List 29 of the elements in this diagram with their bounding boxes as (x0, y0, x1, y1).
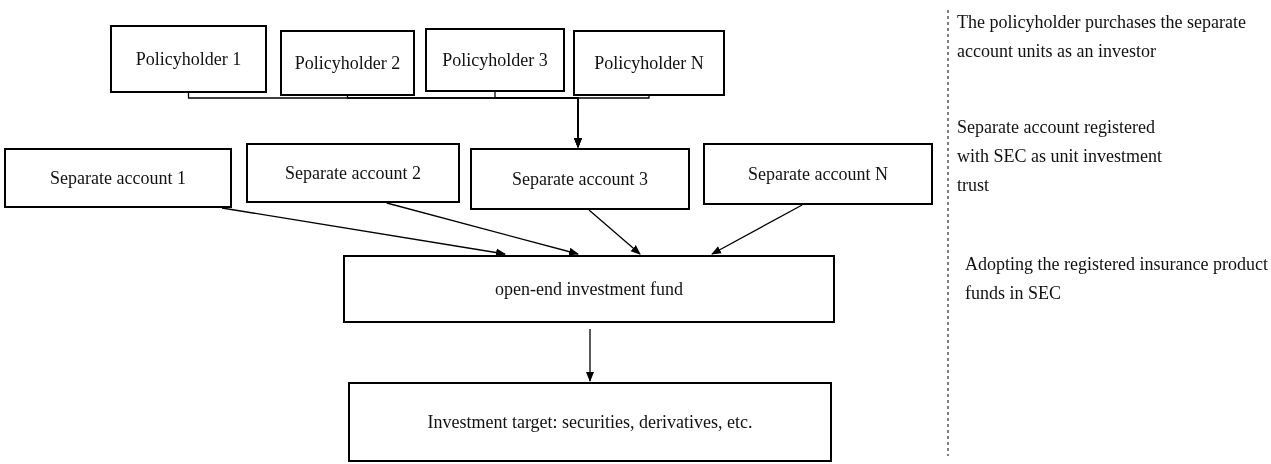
box-label: Separate account 1 (50, 167, 186, 189)
box-label: Policyholder 1 (135, 48, 242, 70)
box-label: Investment target: securities, derivatives, etc. (427, 411, 753, 433)
process-box (425, 28, 565, 92)
arrow (588, 209, 641, 255)
note-text: Adopting the registered insurance product funds in SEC (965, 253, 1269, 305)
note-text: Separate account registered with SEC as unit investment trust (957, 116, 1163, 197)
box-label: Policyholder 3 (442, 49, 548, 71)
arrow (711, 204, 803, 255)
box-label: Separate account 2 (285, 162, 421, 184)
box-label: Policyholder 2 (294, 52, 401, 74)
process-box (470, 148, 690, 210)
note-text: The policyholder purchases the separate account units as an investor (957, 11, 1247, 63)
box-label: open-end investment fund (495, 278, 683, 300)
process-box (4, 148, 232, 208)
box-label: Separate account N (748, 163, 888, 185)
process-box (280, 30, 415, 96)
box-label: Separate account 3 (512, 168, 648, 190)
box-label: Policyholder N (594, 52, 704, 74)
process-box (343, 255, 835, 323)
process-box (246, 143, 460, 203)
merge-arrow (574, 95, 650, 148)
process-box (110, 25, 267, 93)
process-box (573, 30, 725, 96)
arrow (221, 207, 506, 257)
process-box (703, 143, 933, 205)
process-box (348, 382, 832, 462)
arrow (586, 328, 594, 382)
arrow (386, 202, 579, 256)
